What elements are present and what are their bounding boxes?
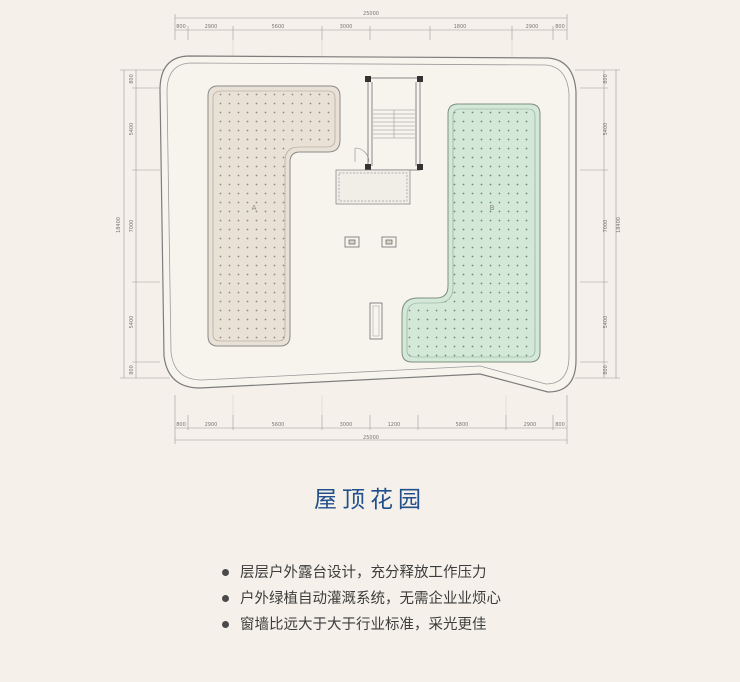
- bottom-dimension-lines: [174, 395, 568, 444]
- dim-right-labels: 800 5400 7000 5400 800: [603, 74, 609, 375]
- dim-bottom-label: 1200: [388, 422, 401, 428]
- zone-b-label: B: [490, 204, 495, 212]
- dim-right-label: 7000: [603, 220, 609, 233]
- top-dimension-lines: [174, 14, 568, 40]
- dim-top-label: 1800: [454, 24, 467, 30]
- dim-top-label: 2900: [205, 24, 218, 30]
- axis-grid-lines: [140, 40, 600, 415]
- dim-left-total: 18400: [116, 217, 122, 233]
- right-dimension-lines: [575, 69, 620, 379]
- dim-top-label: 2900: [526, 24, 539, 30]
- skylight-box: [335, 169, 411, 205]
- dim-bottom-label: 2900: [524, 422, 537, 428]
- dim-left-label: 800: [129, 365, 135, 375]
- roof-vents: [344, 236, 397, 248]
- dim-bottom-label: 800: [555, 422, 565, 428]
- feature-list: 层层户外露台设计，充分释放工作压力 户外绿植自动灌溉系统，无需企业业烦心 窗墙比…: [222, 560, 501, 638]
- dim-right-label: 800: [603, 365, 609, 375]
- dim-right-label: 5400: [603, 123, 609, 136]
- dim-bottom-label: 3000: [340, 422, 353, 428]
- dim-left-label: 800: [129, 74, 135, 84]
- dim-left-label: 5400: [129, 316, 135, 329]
- dim-top-label: 800: [176, 24, 186, 30]
- dim-bottom-total: 25000: [363, 435, 379, 441]
- dim-bottom-label: 800: [176, 422, 186, 428]
- feature-text: 层层户外露台设计，充分释放工作压力: [240, 565, 487, 581]
- bullet-dot-icon: [222, 569, 229, 576]
- dim-top-label: 5600: [272, 24, 285, 30]
- dim-bottom-label: 5600: [272, 422, 285, 428]
- dim-bottom-label: 2900: [205, 422, 218, 428]
- page-title: 屋顶花园: [314, 487, 426, 513]
- building-outline-inner: [166, 62, 570, 385]
- dim-right-total: 18400: [616, 217, 622, 233]
- dim-bottom-labels: 800 2900 5600 3000 1200 5800 2900 800: [176, 422, 565, 428]
- garden-zone-b-inner: [406, 108, 536, 358]
- bullet-dot-icon: [222, 595, 229, 602]
- feature-item: 层层户外露台设计，充分释放工作压力: [222, 560, 501, 586]
- garden-zone-a-inner: [212, 90, 336, 342]
- feature-text: 户外绿植自动灌溉系统，无需企业业烦心: [240, 591, 501, 607]
- stair-treads: [373, 109, 415, 139]
- feature-item: 窗墙比远大于大于行业标准，采光更佳: [222, 612, 501, 638]
- dim-top-labels: 800 2900 5600 3000 1800 2900 800: [176, 24, 565, 30]
- roof-garden-floor-plan: 25000 800 2900 5600 3000 1800 2900 800 8…: [116, 11, 622, 444]
- dim-right-label: 800: [603, 74, 609, 84]
- dim-top-label: 800: [555, 24, 565, 30]
- zone-a-label: A: [252, 204, 257, 212]
- dim-left-label: 7000: [129, 220, 135, 233]
- dim-right-label: 5400: [603, 316, 609, 329]
- dim-left-label: 5400: [129, 123, 135, 136]
- feature-item: 户外绿植自动灌溉系统，无需企业业烦心: [222, 586, 501, 612]
- dim-left-labels: 800 5400 7000 5400 800: [129, 74, 135, 375]
- dim-bottom-label: 5800: [456, 422, 469, 428]
- bullet-dot-icon: [222, 621, 229, 628]
- roof-equipment: [369, 302, 383, 340]
- dim-top-total: 25000: [363, 11, 379, 17]
- stair-core: [354, 76, 423, 171]
- dim-top-label: 3000: [340, 24, 353, 30]
- feature-text: 窗墙比远大于大于行业标准，采光更佳: [240, 617, 487, 633]
